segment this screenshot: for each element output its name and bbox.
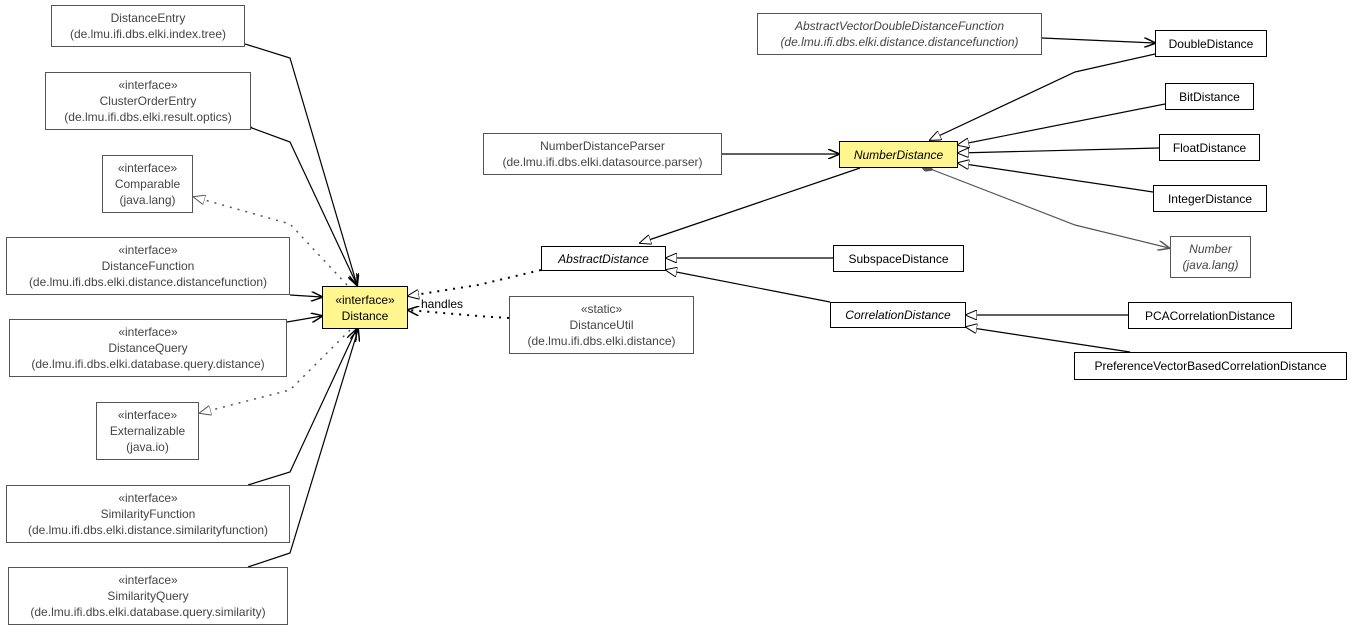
edge-floatdistance-numberdistance bbox=[958, 147, 1160, 153]
node-distance-function[interactable]: «interface» DistanceFunction (de.lmu.ifi… bbox=[6, 237, 290, 295]
node-stereotype: «interface» bbox=[118, 78, 178, 92]
node-stereotype: «interface» bbox=[118, 573, 178, 587]
node-number-distance-parser[interactable]: NumberDistanceParser (de.lmu.ifi.dbs.elk… bbox=[483, 133, 722, 175]
node-name: Externalizable bbox=[109, 424, 186, 438]
node-package: (de.lmu.ifi.dbs.elki.database.query.dist… bbox=[31, 357, 265, 371]
node-package: (de.lmu.ifi.dbs.elki.distance) bbox=[527, 334, 676, 348]
node-number-distance[interactable]: NumberDistance bbox=[839, 141, 958, 168]
edge-similarityfunction-distance bbox=[247, 330, 356, 486]
node-distance-query[interactable]: «interface» DistanceQuery (de.lmu.ifi.db… bbox=[9, 319, 287, 377]
edge-distanceutil-distance bbox=[408, 310, 510, 319]
node-name: Distance bbox=[341, 308, 389, 323]
node-name: Comparable bbox=[114, 177, 181, 191]
node-name: NumberDistanceParser bbox=[540, 139, 665, 153]
node-externalizable[interactable]: «interface» Externalizable (java.io) bbox=[96, 402, 199, 460]
node-name: DoubleDistance bbox=[1168, 36, 1254, 51]
node-name: DistanceUtil bbox=[569, 318, 634, 332]
edge-numberdistance-number bbox=[933, 170, 1169, 248]
node-stereotype: «interface» bbox=[335, 292, 395, 307]
edge-integerdistance-numberdistance bbox=[958, 163, 1154, 193]
node-distance-entry[interactable]: DistanceEntry (de.lmu.ifi.dbs.elki.index… bbox=[51, 5, 245, 47]
node-package: (de.lmu.ifi.dbs.elki.database.query.simi… bbox=[30, 605, 266, 619]
node-cluster-order-entry[interactable]: «interface» ClusterOrderEntry (de.lmu.if… bbox=[45, 72, 251, 130]
node-name: AbstractDistance bbox=[558, 251, 649, 266]
node-name: PreferenceVectorBasedCorrelationDistance bbox=[1094, 359, 1327, 373]
edge-label-handles: handles bbox=[421, 297, 464, 311]
edge-abstractdistance-distance bbox=[408, 269, 542, 296]
node-package: (de.lmu.ifi.dbs.elki.datasource.parser) bbox=[502, 155, 703, 169]
node-abstract-distance[interactable]: AbstractDistance bbox=[541, 246, 666, 271]
node-package: (de.lmu.ifi.dbs.elki.distance.distancefu… bbox=[28, 275, 268, 289]
edge-distancefunction-distance bbox=[289, 295, 322, 297]
node-name: SimilarityQuery bbox=[107, 589, 189, 603]
node-bit-distance[interactable]: BitDistance bbox=[1165, 83, 1254, 110]
node-name: PCACorrelationDistance bbox=[1144, 308, 1276, 323]
node-comparable[interactable]: «interface» Comparable (java.lang) bbox=[102, 155, 193, 213]
edge-distancequery-distance bbox=[286, 316, 322, 322]
node-stereotype: «static» bbox=[580, 302, 623, 316]
node-package: (de.lmu.ifi.dbs.elki.distance.distancefu… bbox=[780, 35, 1019, 49]
node-stereotype: «interface» bbox=[118, 243, 178, 257]
node-float-distance[interactable]: FloatDistance bbox=[1159, 134, 1260, 161]
node-package: (java.lang) bbox=[1182, 258, 1239, 272]
node-stereotype: «interface» bbox=[118, 491, 178, 505]
node-stereotype: «interface» bbox=[118, 325, 178, 339]
node-distance-util[interactable]: «static» DistanceUtil (de.lmu.ifi.dbs.el… bbox=[509, 296, 694, 354]
edge-pvb-correlationdistance bbox=[966, 327, 1131, 353]
node-pca-correlation-distance[interactable]: PCACorrelationDistance bbox=[1128, 302, 1292, 329]
node-correlation-distance[interactable]: CorrelationDistance bbox=[830, 302, 966, 328]
node-name: DistanceFunction bbox=[101, 259, 195, 273]
node-name: DistanceEntry bbox=[110, 11, 186, 25]
edge-doubledistance-numberdistance bbox=[930, 53, 1156, 140]
edge-avddf-doubledistance bbox=[1041, 37, 1155, 43]
node-name: BitDistance bbox=[1179, 89, 1240, 104]
node-preference-vector-based-correlation-distance[interactable]: PreferenceVectorBasedCorrelationDistance bbox=[1074, 352, 1347, 380]
node-similarity-function[interactable]: «interface» SimilarityFunction (de.lmu.i… bbox=[6, 485, 290, 543]
node-name: SubspaceDistance bbox=[848, 251, 949, 266]
node-package: (de.lmu.ifi.dbs.elki.result.optics) bbox=[64, 110, 232, 124]
node-name: Number bbox=[1189, 242, 1232, 256]
node-stereotype: «interface» bbox=[117, 161, 178, 175]
node-name: AbstractVectorDoubleDistanceFunction bbox=[795, 19, 1004, 33]
edge-numberdistance-abstractdistance bbox=[640, 167, 861, 243]
node-abstract-vector-double-distance-function[interactable]: AbstractVectorDoubleDistanceFunction (de… bbox=[757, 13, 1042, 55]
node-double-distance[interactable]: DoubleDistance bbox=[1155, 30, 1267, 57]
node-distance[interactable]: «interface» Distance bbox=[322, 286, 408, 329]
node-name: DistanceQuery bbox=[108, 341, 188, 355]
node-integer-distance[interactable]: IntegerDistance bbox=[1153, 185, 1267, 212]
node-number[interactable]: Number (java.lang) bbox=[1170, 236, 1251, 278]
edge-clusterorderentry-distance bbox=[252, 128, 357, 285]
node-package: (java.lang) bbox=[119, 193, 176, 207]
node-name: FloatDistance bbox=[1172, 140, 1247, 155]
node-subspace-distance[interactable]: SubspaceDistance bbox=[833, 245, 964, 272]
node-name: CorrelationDistance bbox=[845, 308, 951, 322]
node-package: (de.lmu.ifi.dbs.elki.index.tree) bbox=[69, 27, 227, 41]
node-name: SimilarityFunction bbox=[100, 507, 196, 521]
node-name: IntegerDistance bbox=[1167, 191, 1253, 206]
node-stereotype: «interface» bbox=[117, 408, 178, 422]
node-package: (de.lmu.ifi.dbs.elki.distance.similarity… bbox=[27, 523, 269, 537]
node-similarity-query[interactable]: «interface» SimilarityQuery (de.lmu.ifi.… bbox=[8, 567, 288, 625]
node-name: NumberDistance bbox=[853, 147, 944, 162]
node-package: (java.io) bbox=[126, 440, 169, 454]
node-name: ClusterOrderEntry bbox=[99, 94, 197, 108]
edge-bitdistance-numberdistance bbox=[958, 103, 1166, 145]
edge-similarityquery-distance bbox=[247, 330, 358, 568]
edge-correlationdistance-abstractdistance bbox=[666, 270, 831, 303]
